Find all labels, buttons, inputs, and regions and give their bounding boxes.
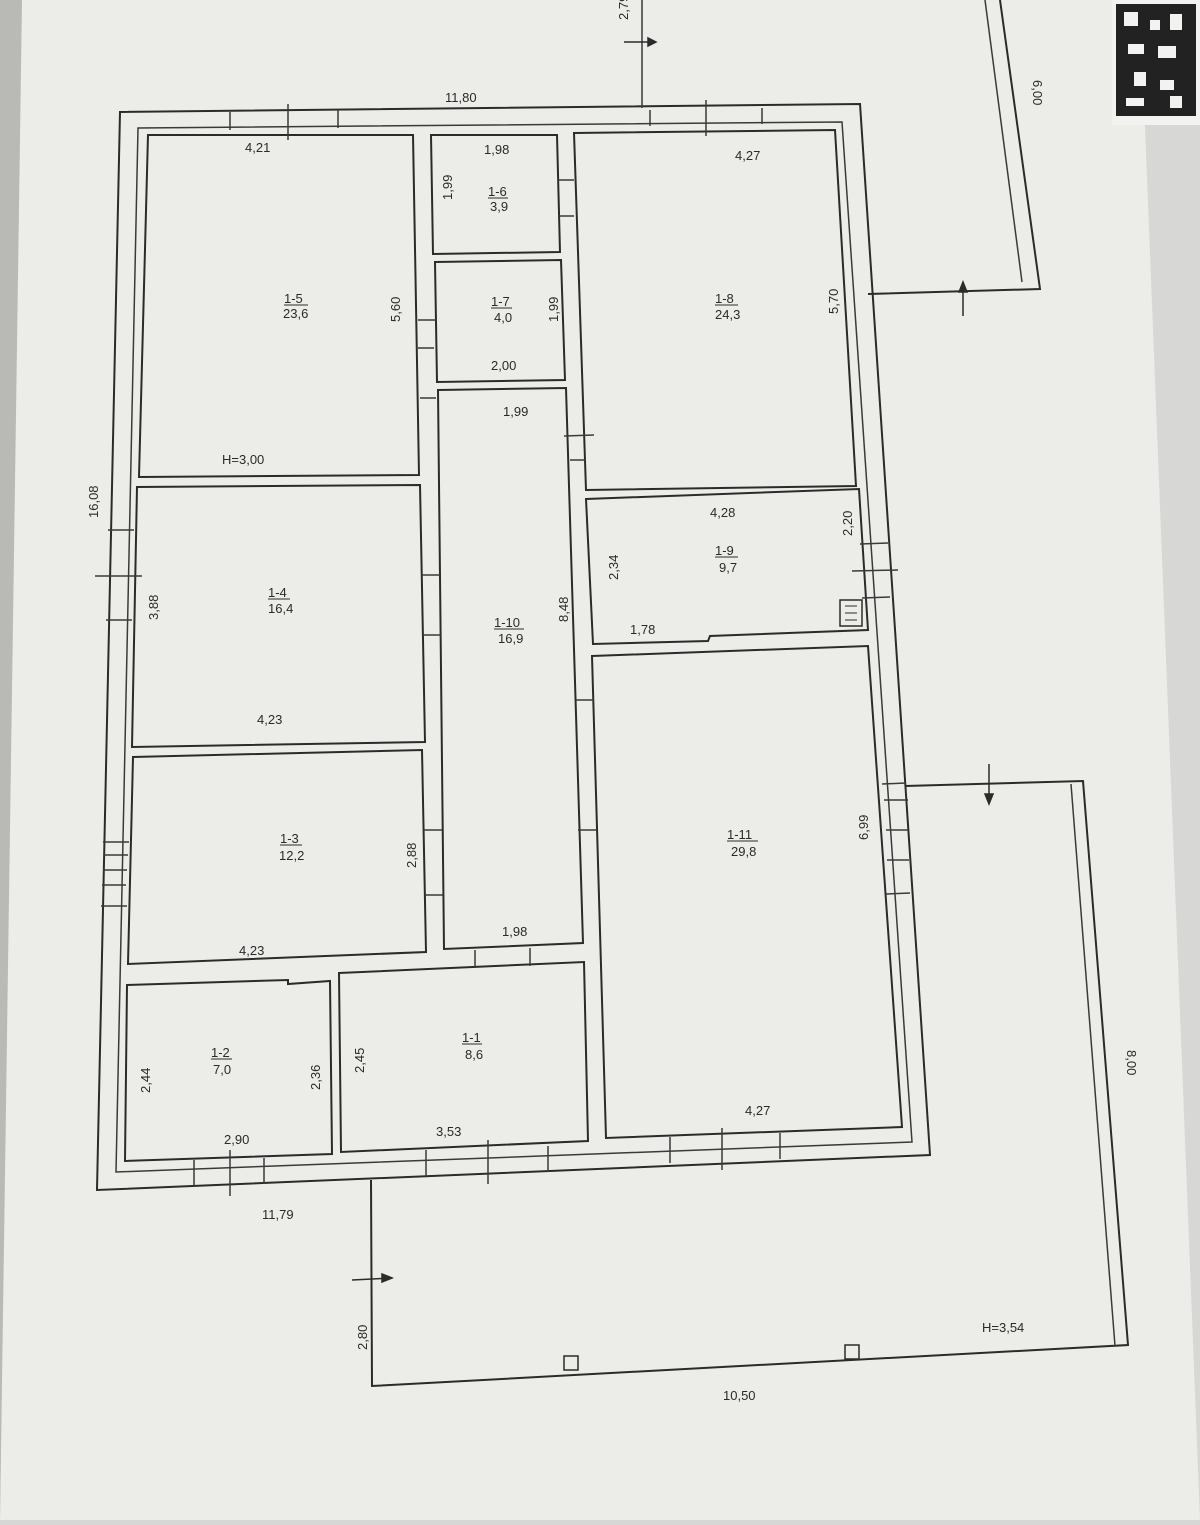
room-1-9-area: 9,7 [719, 560, 737, 575]
annex-top-inner-line [984, 0, 1023, 283]
room-1-9-bottom: 1,78 [630, 622, 655, 637]
room-1-1-area: 8,6 [465, 1047, 483, 1062]
annex-side: 8,00 [1124, 1050, 1139, 1075]
room-1-5-length: 5,60 [388, 297, 403, 322]
room-1-2-left: 2,44 [138, 1068, 153, 1093]
room-1-11-length: 6,99 [856, 815, 871, 840]
room-1-9-right: 2,20 [840, 511, 855, 536]
section-arrows [351, 36, 995, 1284]
room-1-3-id: 1-3 [280, 831, 299, 846]
room-1-8-length: 5,70 [826, 289, 841, 314]
room-1-1-width: 3,53 [436, 1124, 461, 1139]
post-marker-right [844, 1344, 860, 1360]
room-1-7 [433, 258, 567, 384]
room-1-1 [337, 960, 590, 1154]
room-1-1-id: 1-1 [462, 1030, 481, 1045]
room-1-11-area: 29,8 [731, 844, 756, 859]
room-1-5 [137, 134, 421, 479]
overall-height: 16,08 [86, 485, 101, 518]
room-1-8 [572, 128, 858, 492]
room-1-6-area: 3,9 [490, 199, 508, 214]
room-1-2-area: 7,0 [213, 1062, 231, 1077]
room-1-4-area: 16,4 [268, 601, 293, 616]
overall-bottom-width: 11,79 [262, 1207, 294, 1222]
overall-top-width: 11,80 [445, 90, 477, 105]
room-1-11-id: 1-11 [727, 827, 752, 842]
room-1-7-width: 2,00 [491, 358, 516, 373]
room-1-9 [584, 487, 870, 646]
room-1-5-id: 1-5 [284, 291, 303, 306]
outer-wall-inner-outline [115, 121, 913, 1173]
room-1-4-width: 4,23 [257, 712, 282, 727]
room-1-8-area: 24,3 [715, 307, 740, 322]
room-1-4-length: 3,88 [146, 595, 161, 620]
top-annex-cut: 2,79 [616, 0, 631, 20]
room-1-7-id: 1-7 [491, 294, 510, 309]
room-1-3 [126, 748, 428, 966]
annex-bottom-right [370, 779, 1130, 1388]
room-1-3-area: 12,2 [279, 848, 304, 863]
room-1-9-id: 1-9 [715, 543, 734, 558]
annex-inner-line [1070, 783, 1116, 1347]
room-1-10-top: 1,99 [503, 404, 528, 419]
room-1-2-width: 2,90 [224, 1132, 249, 1147]
ceiling-height-annex: H=3,54 [982, 1320, 1024, 1335]
room-1-2 [123, 978, 334, 1163]
room-1-11 [590, 644, 904, 1140]
room-1-8-id: 1-8 [715, 291, 734, 306]
paper-shadow [0, 0, 22, 1520]
room-1-9-left: 2,34 [606, 555, 621, 580]
room-1-6 [429, 134, 562, 256]
post-marker-left [563, 1355, 579, 1371]
room-1-7-length: 1,99 [546, 297, 561, 322]
room-1-2-right: 2,36 [308, 1065, 323, 1090]
room-1-7-area: 4,0 [494, 310, 512, 325]
room-1-6-length: 1,99 [440, 175, 455, 200]
room-1-1-length: 2,45 [352, 1048, 367, 1073]
annex-top-right [867, 0, 1042, 295]
room-1-4-id: 1-4 [268, 585, 287, 600]
ceiling-height-main: H=3,00 [222, 452, 264, 467]
room-1-5-area: 23,6 [283, 306, 308, 321]
top-annex-side: 6,00 [1030, 80, 1045, 105]
annex-width: 10,50 [723, 1388, 756, 1403]
room-1-10-area: 16,9 [498, 631, 523, 646]
boiler-symbol [839, 599, 863, 627]
room-1-10-bottom: 1,98 [502, 924, 527, 939]
room-1-3-width: 4,23 [239, 943, 264, 958]
room-1-11-width: 4,27 [745, 1103, 770, 1118]
room-1-3-length: 2,88 [404, 843, 419, 868]
outer-wall-outline [95, 102, 932, 1192]
room-1-10-id: 1-10 [494, 615, 520, 630]
room-1-2-id: 1-2 [211, 1045, 230, 1060]
qr-code [1112, 0, 1200, 125]
room-1-10-length: 8,48 [556, 597, 571, 622]
room-1-5-width: 4,21 [245, 140, 270, 155]
room-1-4 [130, 483, 427, 749]
wall-openings [95, 100, 911, 1196]
room-1-6-width: 1,98 [484, 142, 509, 157]
room-1-6-id: 1-6 [488, 184, 507, 199]
room-1-8-width: 4,27 [735, 148, 760, 163]
room-1-9-width: 4,28 [710, 505, 735, 520]
annex-depth: 2,80 [355, 1325, 370, 1350]
room-1-10 [436, 386, 585, 951]
